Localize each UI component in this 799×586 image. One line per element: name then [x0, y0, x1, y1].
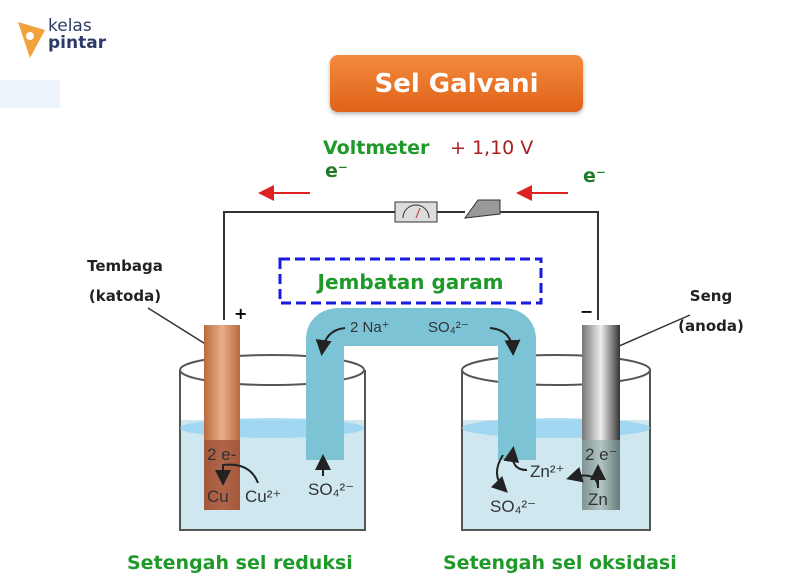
- salt-bridge-label: Jembatan garam: [317, 270, 504, 294]
- page-title: Sel Galvani: [330, 55, 583, 112]
- ion-so4-left: SO₄²⁻: [308, 480, 355, 499]
- anode-name: Seng: [689, 287, 733, 305]
- switch-icon: [463, 199, 501, 219]
- voltmeter-icon: [394, 201, 438, 223]
- label-oxidation: Setengah sel oksidasi: [443, 552, 677, 574]
- voltmeter-reading: + 1,10 V: [450, 137, 534, 159]
- ion-so4-top: SO₄²⁻: [428, 319, 469, 336]
- logo-icon: [18, 22, 45, 58]
- logo-line1: kelas: [48, 16, 92, 36]
- ion-cu-electrons: 2 e-: [207, 445, 237, 464]
- salt-bridge-tube: [306, 308, 536, 460]
- salt-bridge-box: [278, 257, 543, 305]
- wire: [223, 211, 599, 320]
- voltmeter-label: Voltmeter: [323, 137, 430, 159]
- ion-zn2: Zn²⁺: [530, 462, 565, 481]
- anode-role: (anoda): [678, 317, 744, 335]
- ion-cu: Cu: [207, 487, 229, 506]
- anode-sign: −: [580, 302, 594, 321]
- ion-cu2: Cu²⁺: [245, 487, 282, 506]
- ion-na: 2 Na⁺: [350, 319, 390, 336]
- side-tab: [0, 80, 60, 108]
- cathode-name: Tembaga: [87, 257, 163, 275]
- cathode-sign: +: [234, 304, 248, 323]
- ion-zn-electrons: 2 e⁻: [585, 445, 618, 464]
- electron-label-left: e⁻: [325, 160, 348, 182]
- ion-so4-right: SO₄²⁻: [490, 497, 537, 516]
- ion-zn: Zn: [588, 490, 608, 509]
- label-reduction: Setengah sel reduksi: [127, 552, 353, 574]
- electron-label-right: e⁻: [583, 165, 606, 187]
- cathode-role: (katoda): [88, 287, 162, 305]
- logo-line2: pintar: [48, 33, 107, 53]
